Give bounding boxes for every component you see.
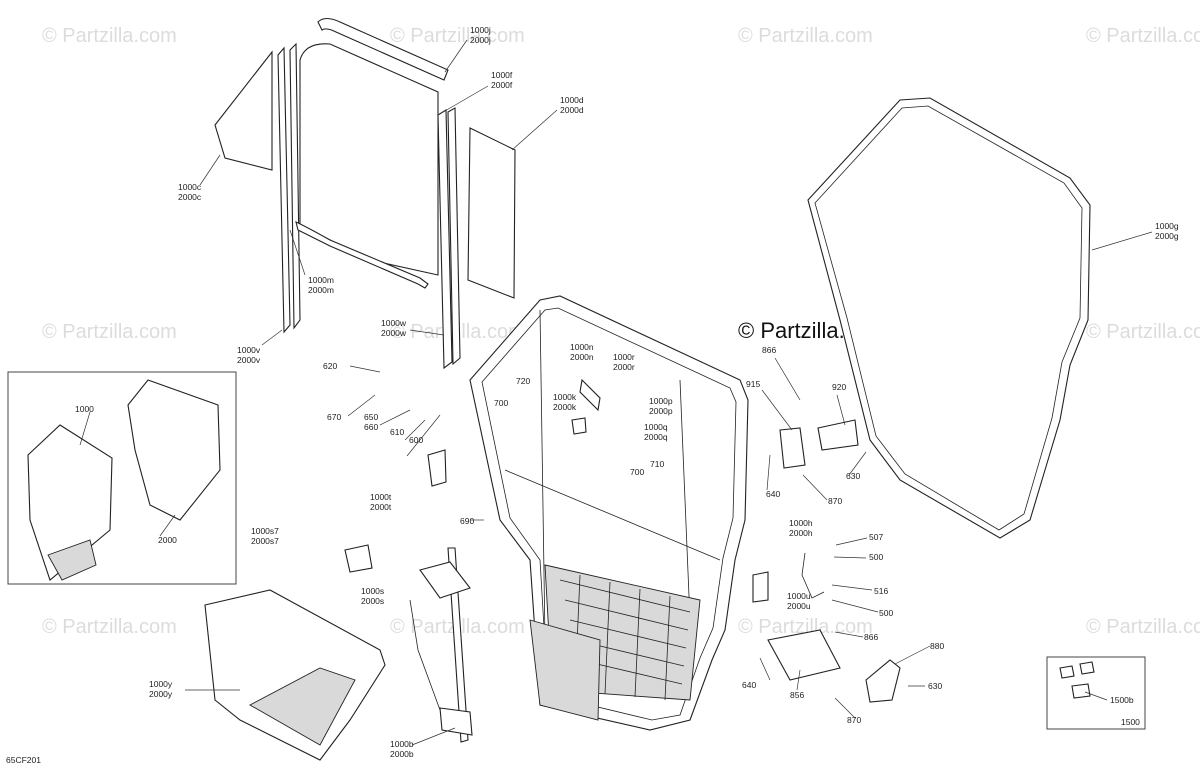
label-870-bottom: 870 <box>847 715 861 725</box>
handle-1000s <box>344 544 373 573</box>
right-glass-panel <box>467 127 516 299</box>
door-latch-1000t <box>427 449 447 487</box>
label-1500b: 1500b <box>1110 695 1134 705</box>
hinge-920 <box>817 419 859 451</box>
label-856: 856 <box>790 690 804 700</box>
label-710: 710 <box>650 459 664 469</box>
left-vertical-channel <box>277 42 301 334</box>
label-600: 600 <box>409 435 423 445</box>
label-610: 610 <box>390 427 404 437</box>
kit-1500-parts <box>1059 661 1095 699</box>
bottom-window-seal <box>295 221 429 289</box>
leader-lines <box>79 39 1153 746</box>
label-2000-inset: 2000 <box>158 535 177 545</box>
label-500-top: 500 <box>869 552 883 562</box>
label-700-mid: 700 <box>630 467 644 477</box>
watermark: © Partzilla.com <box>1086 321 1200 343</box>
label-1000-inset: 1000 <box>75 404 94 414</box>
label-915: 915 <box>746 379 760 389</box>
watermark: © Partzilla.com <box>738 25 873 47</box>
label-720: 720 <box>516 376 530 386</box>
door-seal-gasket <box>807 97 1091 539</box>
label-630-top: 630 <box>846 471 860 481</box>
label-500-bottom: 500 <box>879 608 893 618</box>
lower-door-panel <box>204 589 386 761</box>
main-window-glass <box>299 43 439 276</box>
label-1500: 1500 <box>1121 717 1140 727</box>
top-seal-strip <box>317 17 449 81</box>
watermark: © Partzilla.com <box>1086 616 1200 638</box>
pad-1000u <box>752 571 769 603</box>
label-650: 650 <box>364 412 378 422</box>
assembly-inset-box <box>7 371 237 585</box>
label-670: 670 <box>327 412 341 422</box>
watermark: © Partzilla.com <box>42 321 177 343</box>
watermark: © Partzilla.com <box>42 616 177 638</box>
label-866-bottom: 866 <box>864 632 878 642</box>
bracket-880 <box>865 659 901 703</box>
label-620: 620 <box>323 361 337 371</box>
label-630-bottom: 630 <box>928 681 942 691</box>
inset-door-2000 <box>127 379 221 521</box>
label-690: 690 <box>460 516 474 526</box>
label-660: 660 <box>364 422 378 432</box>
inset-door-1000 <box>27 424 113 581</box>
label-507: 507 <box>869 532 883 542</box>
door-frame-assembly <box>469 295 749 731</box>
label-700-top: 700 <box>494 398 508 408</box>
window-regulator <box>409 547 473 743</box>
label-640-bottom: 640 <box>742 680 756 690</box>
watermark: © Partzilla.com <box>1086 25 1200 47</box>
hinge-plate-856 <box>767 629 841 681</box>
label-640-top: 640 <box>766 489 780 499</box>
kit-1500-box <box>1046 656 1146 730</box>
handle-1000n <box>579 378 601 412</box>
label-870-top: 870 <box>828 496 842 506</box>
label-866-top: 866 <box>762 345 776 355</box>
label-920: 920 <box>832 382 846 392</box>
strap-1000h <box>801 552 825 599</box>
watermark: © Partzilla.com <box>390 25 525 47</box>
handle-1000k <box>571 417 587 435</box>
label-880: 880 <box>930 641 944 651</box>
left-glass-panel <box>214 50 273 171</box>
hinge-bracket-915 <box>779 427 806 469</box>
watermark: © Partzilla.com <box>42 25 177 47</box>
diagram-code: 65CF201 <box>6 755 41 765</box>
label-516: 516 <box>874 586 888 596</box>
